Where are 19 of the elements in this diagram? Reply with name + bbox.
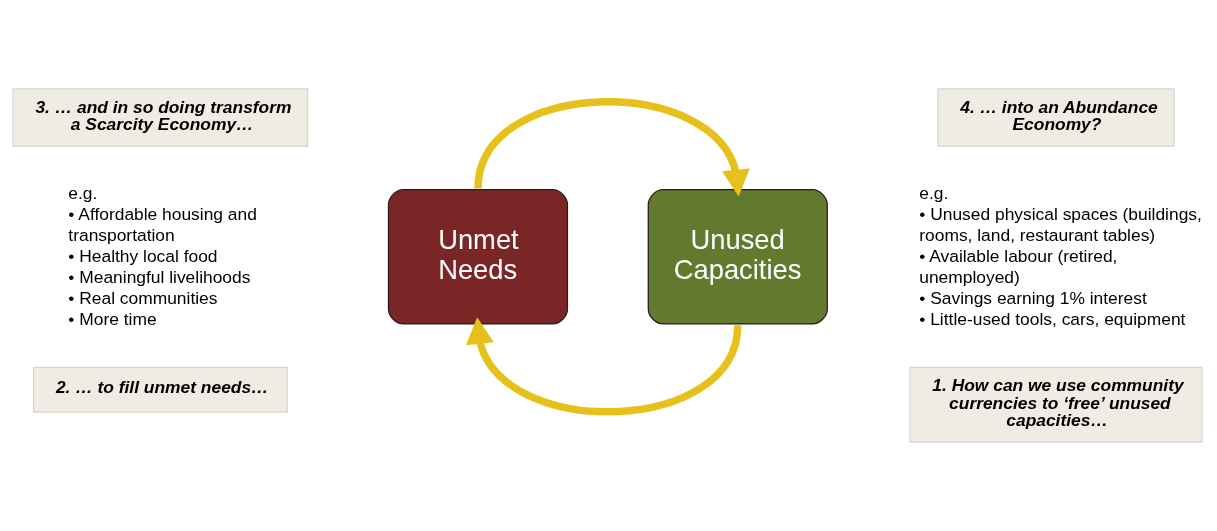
node-box: 2. … to fill unmet needs… — [32, 366, 288, 413]
node-box: Unused Capacities — [647, 189, 828, 325]
node-label: • Available labour (retired, unemployed) — [919, 246, 1118, 288]
arrow — [474, 98, 750, 197]
node-box: 4. … into an Abundance Economy? — [937, 88, 1175, 147]
node-label: • Affordable housing and transportation — [68, 203, 257, 245]
node-label: • Meaningful livelihoods — [68, 267, 251, 288]
node-label: • Healthy local food — [68, 246, 218, 267]
node-label: • Little-used tools, cars, equipment — [919, 309, 1186, 330]
node-label: • Real communities — [68, 288, 218, 309]
arrow — [465, 317, 742, 416]
node-box: 1. How can we use community currencies to ‘free’ unused capacities… — [909, 366, 1203, 443]
node-label: • More time — [68, 309, 157, 330]
node-label: • Savings earning 1% interest — [919, 288, 1147, 309]
node-box: Unmet Needs — [387, 189, 569, 325]
node-label: • Unused physical spaces (buildings, rooms, land, restaurant tables) — [919, 203, 1202, 245]
node-label: e.g. — [68, 182, 98, 203]
node-label: e.g. — [919, 182, 949, 203]
node-box: 3. … and in so doing transform a Scarcity Economy… — [12, 88, 309, 147]
